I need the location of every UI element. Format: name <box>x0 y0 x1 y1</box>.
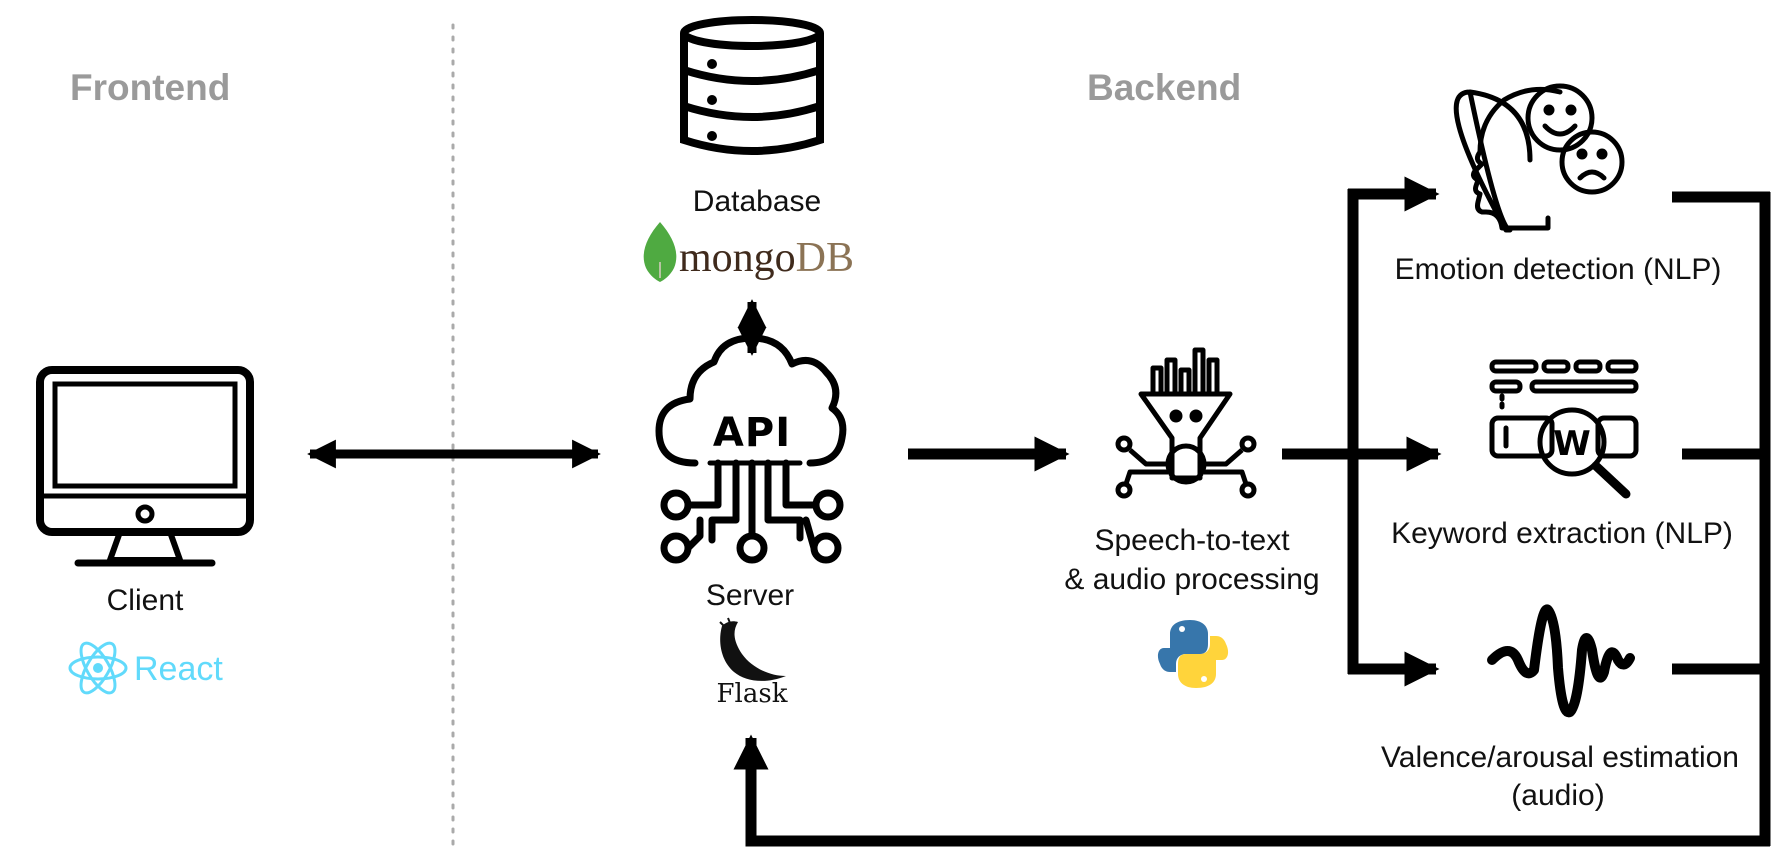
react-atom-icon <box>68 641 128 695</box>
server-node: API Server Flask <box>655 334 847 709</box>
react-label: React <box>134 650 223 688</box>
return-to-server-arrow <box>733 734 1770 847</box>
api-icon-text: API <box>713 410 791 456</box>
keyword-search-icon: W <box>1489 359 1639 499</box>
database-node: Database mongoDB <box>643 16 854 282</box>
flask-logo: Flask <box>717 617 788 709</box>
monitor-icon <box>36 366 254 567</box>
database-label: Database <box>693 185 821 218</box>
head-emotion-icon <box>1453 83 1625 233</box>
speech-label-line1: Speech-to-text <box>1094 524 1290 557</box>
keyword-label: Keyword extraction (NLP) <box>1391 517 1733 550</box>
server-label: Server <box>706 579 794 612</box>
flask-horn-icon <box>720 621 786 681</box>
keyword-node: W Keyword extraction (NLP) <box>1391 359 1733 550</box>
mongodb-label: mongoDB <box>679 235 854 281</box>
client-label: Client <box>107 584 184 617</box>
valence-node: Valence/arousal estimation (audio) <box>1381 604 1739 812</box>
react-logo: React <box>68 641 223 695</box>
backend-section-label: Backend <box>1087 67 1241 108</box>
mongodb-logo: mongoDB <box>643 222 854 282</box>
waveform-icon <box>1487 604 1635 718</box>
client-node: Client React <box>36 366 254 695</box>
funnel-icon <box>1115 347 1257 499</box>
frontend-section-label: Frontend <box>70 67 230 108</box>
emotion-label: Emotion detection (NLP) <box>1395 253 1722 286</box>
mongodb-leaf-icon <box>643 222 677 282</box>
speech-node: Speech-to-text & audio processing <box>1064 347 1320 688</box>
speech-label-line2: & audio processing <box>1064 563 1319 596</box>
valence-label-line2: (audio) <box>1511 779 1604 812</box>
database-icon <box>680 16 824 155</box>
flask-label: Flask <box>717 679 788 709</box>
valence-label-line1: Valence/arousal estimation <box>1381 741 1739 774</box>
cloud-api-icon: API <box>655 334 847 564</box>
emotion-node: Emotion detection (NLP) <box>1395 83 1722 286</box>
python-logo-icon <box>1157 620 1229 688</box>
connectors <box>307 176 1771 847</box>
keyword-w-letter: W <box>1553 424 1591 464</box>
